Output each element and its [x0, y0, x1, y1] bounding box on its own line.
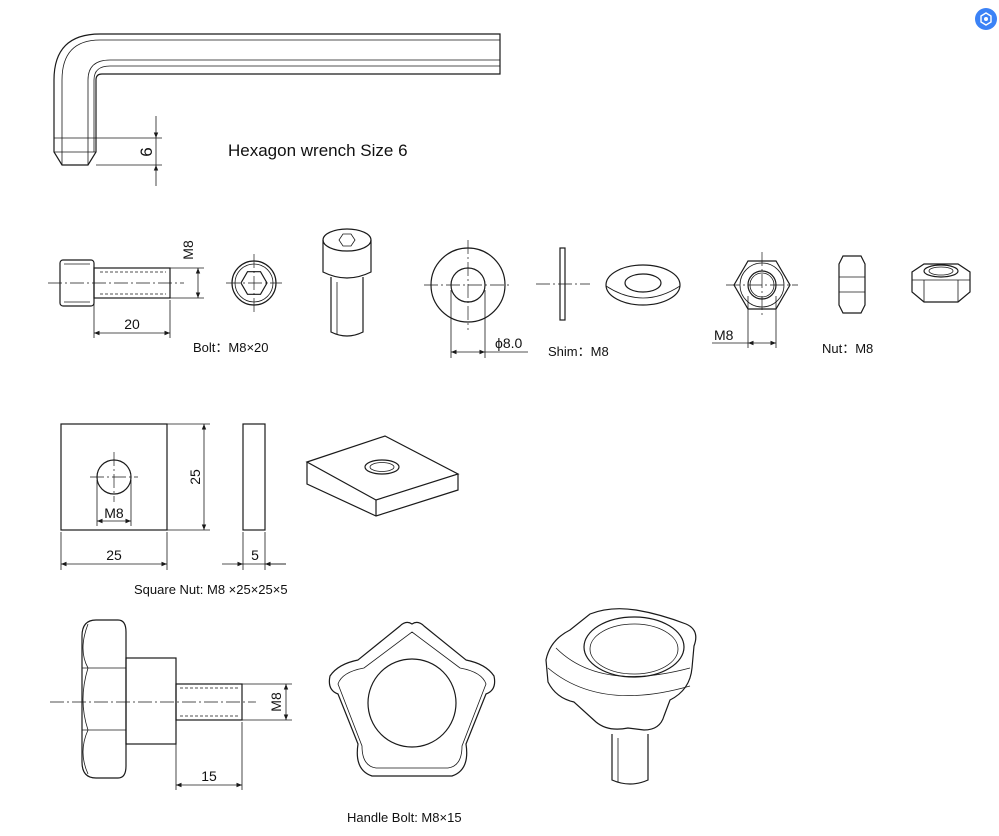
handle-bolt-dimensions: M8 15 — [175, 683, 292, 790]
bolt-dimensions: M8 20 — [93, 240, 204, 338]
hex-wrench-label: Hexagon wrench Size 6 — [228, 141, 408, 160]
nut-thread-value: M8 — [714, 327, 734, 343]
nut-label: Nut：M8 — [822, 341, 873, 356]
square-nut-height-value: 25 — [187, 469, 203, 485]
wrench-size-value: 6 — [137, 147, 156, 156]
handle-bolt-label: Handle Bolt: M8×15 — [347, 810, 462, 825]
shim-side-view — [536, 247, 590, 321]
handle-length-value: 15 — [201, 768, 217, 784]
square-nut-label: Square Nut: M8 ×25×25×5 — [134, 582, 288, 597]
nut-3d-view — [911, 263, 971, 303]
shim-dia-value: ϕ8.0 — [495, 335, 523, 351]
shim-front-view — [424, 240, 512, 330]
nut-dimension: M8 — [712, 296, 777, 348]
hex-wrench-drawing — [53, 33, 501, 166]
nut-front-view — [726, 252, 798, 318]
shim-dimension: ϕ8.0 — [450, 290, 528, 358]
bolt-end-view — [226, 254, 282, 312]
shim-label: Shim：M8 — [548, 344, 609, 359]
square-nut-front-view — [60, 423, 168, 531]
bolt-side-view — [48, 259, 184, 307]
handle-star-front-view — [328, 621, 496, 777]
square-nut-width-value: 25 — [106, 547, 122, 563]
bolt-label: Bolt：M8×20 — [193, 340, 269, 355]
square-nut-thick-value: 5 — [251, 547, 259, 563]
handle-bolt-side-view — [50, 619, 256, 779]
square-nut-dimensions: M8 25 25 — [60, 423, 210, 570]
square-nut-side-view: 5 — [222, 423, 286, 570]
bolt-3d-view — [322, 228, 372, 337]
handle-thread-value: M8 — [268, 692, 284, 712]
app-logo-glyph — [980, 12, 992, 26]
bolt-length-value: 20 — [124, 316, 140, 332]
nut-side-view — [838, 255, 866, 314]
handle-star-3d-view — [545, 608, 697, 785]
wrench-size-dimension: 6 — [96, 116, 162, 186]
square-nut-3d-view — [305, 435, 460, 517]
app-logo-icon[interactable] — [975, 8, 997, 30]
square-nut-thread-value: M8 — [104, 505, 124, 521]
shim-3d-view — [605, 264, 681, 306]
bolt-thread-value: M8 — [180, 240, 196, 260]
